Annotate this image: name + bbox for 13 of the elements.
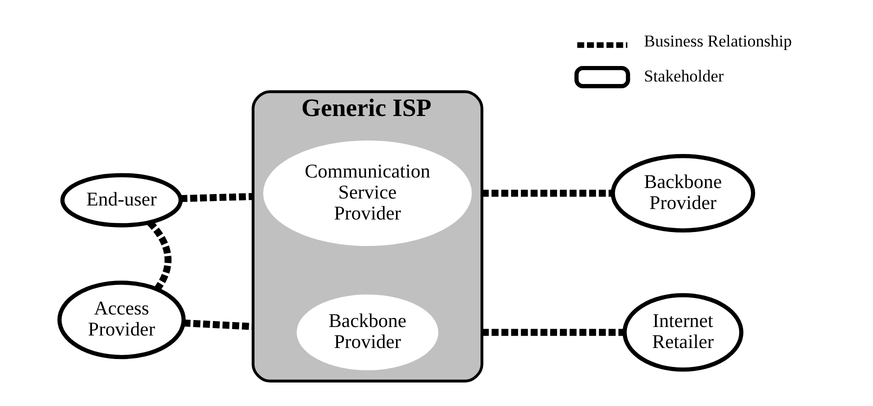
connector	[481, 328, 624, 336]
connector	[481, 190, 612, 197]
node-ellipse: Access Provider	[56, 280, 186, 360]
node-ellipse: Backbone Provider	[296, 294, 438, 370]
connector	[182, 320, 253, 330]
connector	[180, 193, 253, 202]
node-ellipse: End-user	[60, 173, 182, 228]
node-ellipse: Communication Service Provider	[262, 140, 472, 246]
node-ellipse: Internet Retailer	[622, 293, 743, 372]
legend-label: Business Relationship	[644, 32, 792, 51]
node-ellipse: Backbone Provider	[610, 154, 755, 233]
connector	[146, 220, 171, 291]
legend-label: Stakeholder	[644, 66, 724, 86]
